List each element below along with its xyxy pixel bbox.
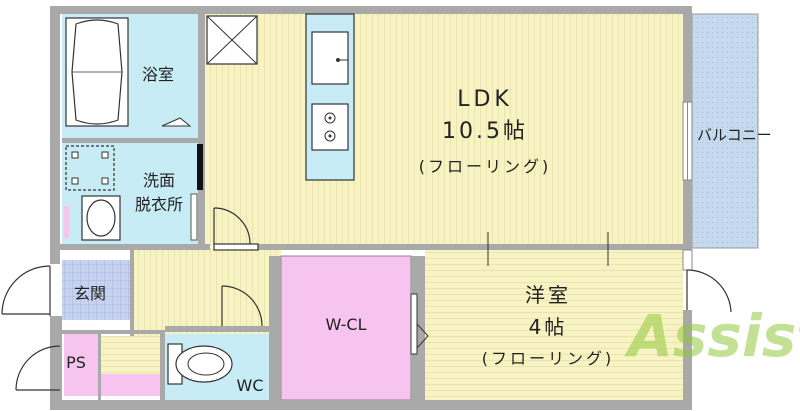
washbasin-icon <box>81 195 121 241</box>
kitchen-counter <box>305 13 355 181</box>
pipe-space-label: PS <box>66 353 86 372</box>
western-room-size: 4帖 <box>529 315 568 339</box>
ps-door <box>15 345 61 391</box>
balcony-door <box>686 269 732 313</box>
bathroom-label: 浴室 <box>142 65 174 84</box>
bathtub-icon <box>65 17 129 127</box>
refrigerator-space <box>206 15 258 65</box>
ldk-flooring: (フローリング) <box>419 157 552 176</box>
door-frame-black <box>197 144 203 190</box>
entrance-door <box>1 265 51 316</box>
balcony-area <box>691 13 759 249</box>
walls <box>50 6 692 410</box>
washroom-shelf <box>64 206 69 238</box>
watermark-logo: Assist <box>624 302 800 370</box>
hallway <box>133 248 281 336</box>
balcony-label: バルコニー <box>697 126 772 144</box>
storage-strip <box>100 374 162 396</box>
ldk-room <box>205 14 683 246</box>
washroom-label-line2: 脱衣所 <box>135 195 183 214</box>
closet-label: W-CL <box>325 315 366 334</box>
washroom-door-rail <box>190 193 198 241</box>
toilet-door <box>221 285 263 327</box>
western-room-flooring: (フローリング) <box>482 349 615 368</box>
washroom-label-line1: 洗面 <box>143 171 175 190</box>
toilet-icon <box>167 343 233 385</box>
partition-marks <box>487 232 609 266</box>
walk-in-closet <box>280 255 412 401</box>
pipe-space <box>64 334 98 396</box>
ldk-door <box>213 207 259 251</box>
toilet-label: WC <box>237 376 264 395</box>
ldk-size: 10.5帖 <box>442 119 528 144</box>
ldk-name: LDK <box>457 87 513 112</box>
closet-door <box>410 293 429 355</box>
western-room <box>425 248 683 400</box>
entrance-label: 玄関 <box>74 284 106 303</box>
western-room-name: 洋室 <box>525 283 571 307</box>
window-frame-2 <box>682 249 693 271</box>
entrance-floor <box>62 260 130 320</box>
washing-machine-icon <box>65 145 115 191</box>
